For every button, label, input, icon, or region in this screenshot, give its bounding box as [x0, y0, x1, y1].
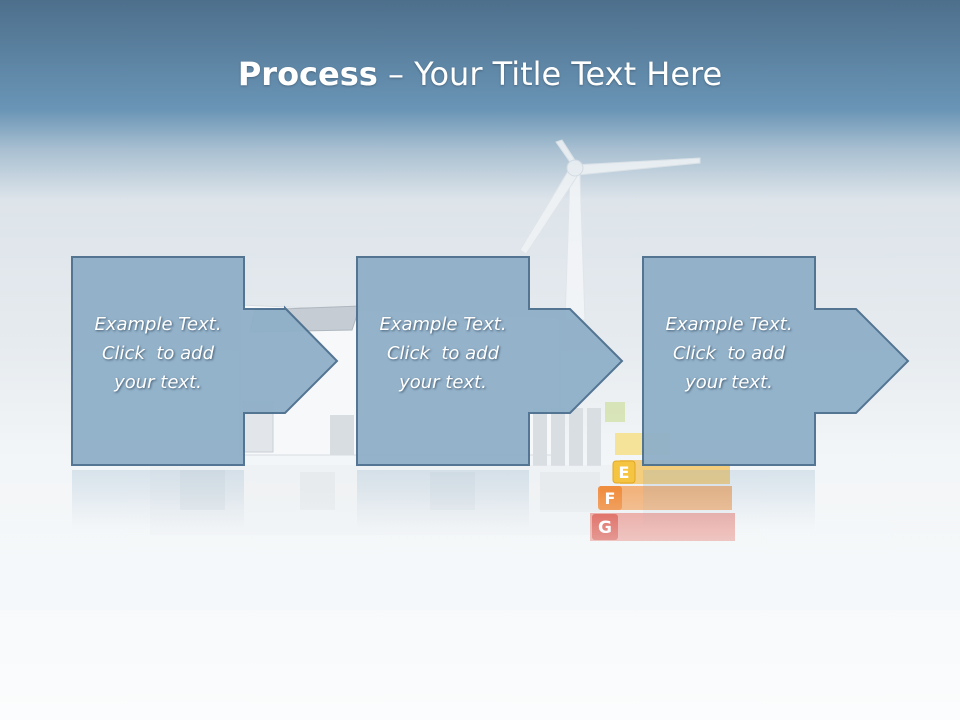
svg-text:E: E	[619, 463, 630, 482]
process-step-2-shape[interactable]	[356, 256, 624, 530]
slide-title-rest: – Your Title Text Here	[377, 55, 723, 93]
energy-label-e: E	[612, 460, 636, 484]
step-text-line: Example Text.	[665, 314, 793, 335]
header-band	[0, 0, 960, 200]
process-step-1-shape[interactable]	[71, 256, 339, 530]
step-text-line: Example Text.	[94, 314, 222, 335]
process-step-2-text[interactable]: Example Text. Click to add your text.	[357, 310, 529, 397]
step-text-line: Click to add	[672, 343, 785, 364]
step-text-line: Example Text.	[379, 314, 507, 335]
process-step-3-text[interactable]: Example Text. Click to add your text.	[643, 310, 815, 397]
step-text-line: Click to add	[386, 343, 499, 364]
step-text-line: your text.	[114, 372, 202, 393]
step-text-line: Click to add	[101, 343, 214, 364]
slide-title-bold: Process	[237, 55, 378, 93]
step-text-line: your text.	[685, 372, 773, 393]
process-step-3-shape[interactable]	[642, 256, 910, 530]
slide-title[interactable]: Process – Your Title Text Here	[0, 52, 960, 96]
step-text-line: your text.	[399, 372, 487, 393]
wind-turbine-icon	[519, 139, 701, 321]
process-step-1-text[interactable]: Example Text. Click to add your text.	[72, 310, 244, 397]
house-windows	[533, 408, 601, 466]
